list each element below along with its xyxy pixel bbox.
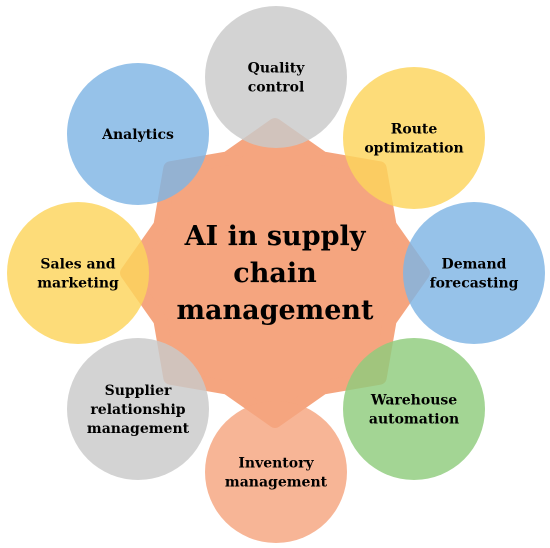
circle-demand-forecasting [403, 202, 545, 344]
circle-route-optimization [343, 67, 485, 209]
circle-sales-and-marketing [7, 202, 149, 344]
circle-analytics [67, 63, 209, 205]
topic-circles [7, 6, 545, 543]
circle-inventory-management [205, 401, 347, 543]
circle-supplier-relationship-management [67, 338, 209, 480]
circle-quality-control [205, 6, 347, 148]
circle-warehouse-automation [343, 338, 485, 480]
label-analytics: Analytics [101, 127, 174, 143]
